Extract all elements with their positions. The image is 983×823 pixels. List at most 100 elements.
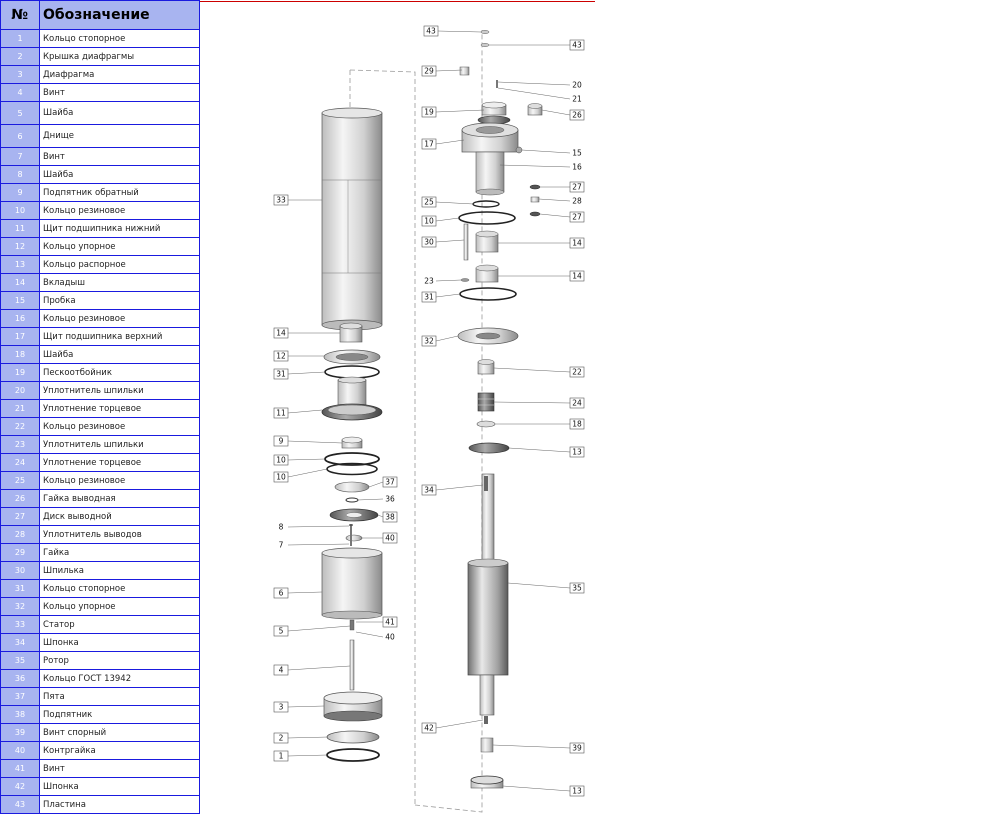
row-number: 3 <box>0 65 40 84</box>
leader-line <box>435 69 463 72</box>
row-designation: Диск выводной <box>39 507 200 526</box>
callout-number: 12 <box>276 352 286 361</box>
leader-line <box>435 484 484 491</box>
locknut-part <box>345 534 363 542</box>
callout-box <box>273 625 289 637</box>
callout-box <box>273 732 289 744</box>
callout-box <box>273 350 289 362</box>
rotor-part <box>467 473 509 716</box>
callout-number: 32 <box>424 337 434 346</box>
outlet-nut-part <box>527 103 543 116</box>
callout-box <box>569 418 585 430</box>
callout-number: 13 <box>572 787 582 796</box>
row-number: 10 <box>0 201 40 220</box>
row-number: 24 <box>0 453 40 472</box>
callout-c13a: 13 <box>569 446 585 458</box>
row-designation: Кольцо стопорное <box>39 579 200 598</box>
callout-box <box>421 484 437 496</box>
row-designation: Пескоотбойник <box>39 363 200 382</box>
thrust-ring-right <box>457 327 519 345</box>
spacer-ring-upper <box>468 442 510 454</box>
row-designation: Вкладыш <box>39 273 200 292</box>
callout-number: 19 <box>424 108 434 117</box>
callout-number: 22 <box>572 368 582 377</box>
leader-line <box>287 409 323 414</box>
leader-line <box>435 217 460 222</box>
row-designation: Кольцо резиновое <box>39 417 200 436</box>
row-designation: Щит подшипника нижний <box>39 219 200 238</box>
row-number: 17 <box>0 327 40 346</box>
leader-line <box>493 401 571 404</box>
leader-line <box>437 30 482 33</box>
header-designation: Обозначение <box>39 0 200 30</box>
row-designation: Ротор <box>39 651 200 670</box>
callout-c10l1: 10 <box>273 454 289 466</box>
row-number: 43 <box>0 795 40 814</box>
callout-box <box>569 582 585 594</box>
row-number: 13 <box>0 255 40 274</box>
screw-part <box>349 639 355 691</box>
row-number: 36 <box>0 669 40 688</box>
row-number: 19 <box>0 363 40 382</box>
spacer-ring-lower <box>470 775 504 789</box>
leader-line <box>435 293 461 298</box>
row-number: 33 <box>0 615 40 634</box>
row-number: 15 <box>0 291 40 310</box>
callout-c30: 30 <box>421 236 437 248</box>
row-designation: Пята <box>39 687 200 706</box>
callout-number: 26 <box>572 111 582 120</box>
callout-number: 13 <box>572 448 582 457</box>
thrust-ring-part <box>323 349 381 365</box>
callout-box <box>569 785 585 797</box>
callout-c6: 6 <box>273 587 289 599</box>
leader-line <box>497 81 571 86</box>
callout-c23: 23 <box>424 277 434 286</box>
callout-number: 18 <box>572 420 582 429</box>
leader-line <box>435 279 462 282</box>
callout-number: 8 <box>279 523 284 532</box>
leader-line <box>539 213 571 218</box>
row-number: 8 <box>0 165 40 184</box>
leader-line <box>287 525 350 528</box>
row-designation: Шпонка <box>39 777 200 796</box>
thrust-disc-part <box>334 481 370 503</box>
row-number: 40 <box>0 741 40 760</box>
callout-c16: 16 <box>572 163 582 172</box>
row-designation: Гайка выводная <box>39 489 200 508</box>
row-designation: Пробка <box>39 291 200 310</box>
leader-line <box>368 481 384 488</box>
row-designation: Шайба <box>39 165 200 184</box>
row-number: 34 <box>0 633 40 652</box>
row-designation: Крышка диафрагмы <box>39 47 200 66</box>
callout-c39: 39 <box>569 742 585 754</box>
row-number: 5 <box>0 101 40 125</box>
rubber-rings-left <box>324 452 380 476</box>
callout-c14r2: 14 <box>569 270 585 282</box>
diaphragm-part <box>323 691 383 722</box>
row-number: 9 <box>0 183 40 202</box>
callout-c27b: 27 <box>569 211 585 223</box>
sand-deflector-part <box>477 101 511 125</box>
callout-c15: 15 <box>572 149 582 158</box>
stud-part <box>463 223 469 261</box>
washer-18 <box>476 420 496 428</box>
leader-line <box>287 665 351 671</box>
callout-c35: 35 <box>569 582 585 594</box>
row-number: 29 <box>0 543 40 562</box>
leader-line <box>435 719 484 729</box>
row-designation: Винт <box>39 759 200 778</box>
callout-c43a: 43 <box>423 25 439 37</box>
callout-box <box>273 454 289 466</box>
